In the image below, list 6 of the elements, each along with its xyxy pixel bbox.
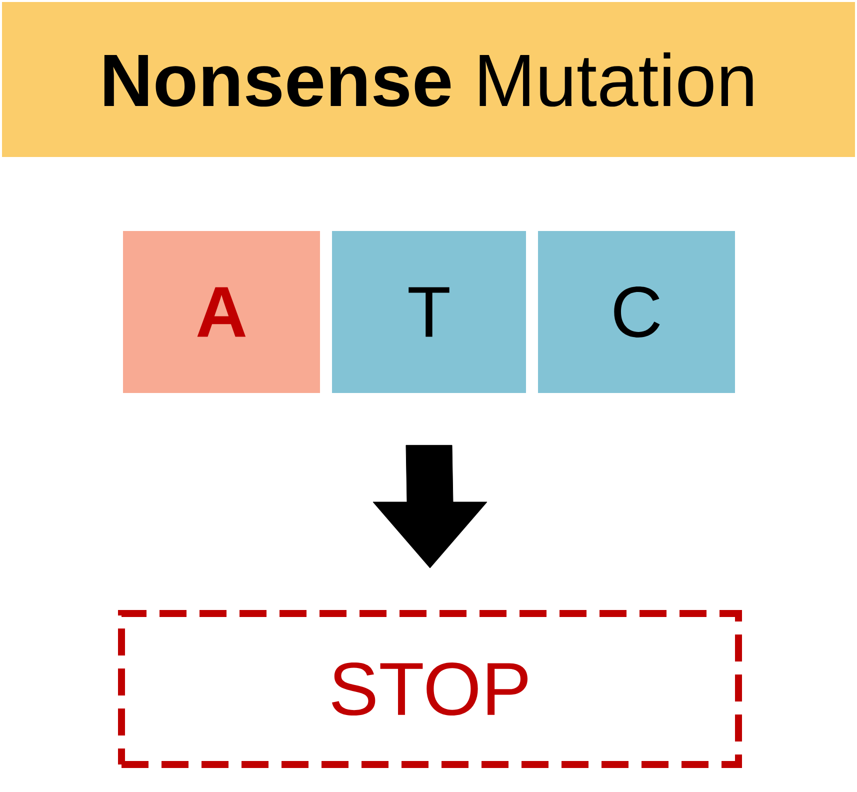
nucleotide-box: A (123, 231, 320, 393)
block-arrow (372, 444, 488, 568)
nucleotide-box: C (538, 231, 735, 393)
title-banner: Nonsense Mutation (2, 2, 855, 157)
nucleotide-box: T (332, 231, 526, 393)
stop-box: STOP (118, 610, 742, 768)
